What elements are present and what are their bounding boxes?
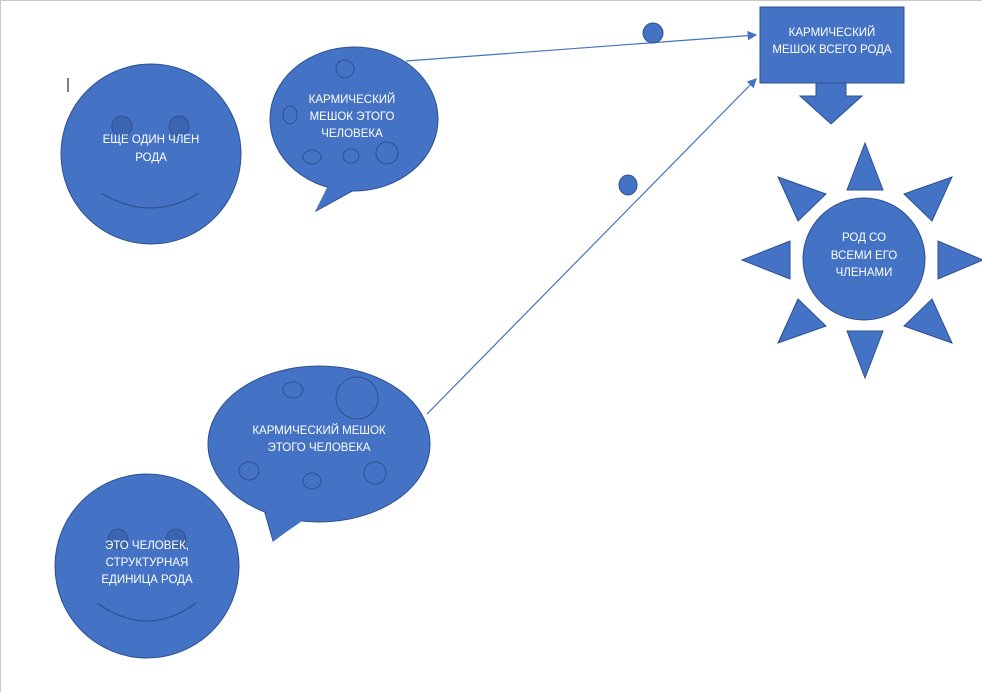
floating-dot [642, 22, 664, 44]
eye-icon [168, 115, 190, 137]
sun-line3: ЧЛЕНАМИ [836, 267, 893, 279]
karma-spot [363, 461, 387, 485]
karma-spot [282, 381, 304, 399]
face-bottom-line2: СТРУКТУРНАЯ [106, 557, 189, 569]
face-top-line1: ЕЩЕ ОДИН ЧЛЕН [103, 134, 200, 146]
sun-line1: РОД СО [842, 232, 886, 244]
bubble-bottom-line1: КАРМИЧЕСКИЙ МЕШОК [252, 424, 386, 437]
face-bottom: ЭТО ЧЕЛОВЕК, СТРУКТУРНАЯ ЕДИНИЦА РОДА [54, 473, 240, 659]
bubble-top-line3: ЧЕЛОВЕКА [321, 128, 383, 140]
sun-ray [937, 240, 982, 280]
eye-icon [165, 528, 187, 550]
karma-spot [342, 148, 360, 164]
karma-spot [302, 149, 322, 165]
bubble-bottom: КАРМИЧЕСКИЙ МЕШОК ЭТОГО ЧЕЛОВЕКА [207, 365, 431, 542]
eye-icon [111, 115, 133, 137]
bubble-top-line2: МЕШОК ЭТОГО [310, 111, 395, 123]
connector-bottom-to-box [426, 78, 757, 415]
sun-ray [777, 298, 827, 344]
face-top-line2: РОДА [135, 152, 167, 164]
karma-spot [375, 141, 399, 165]
bubble-top: КАРМИЧЕСКИЙ МЕШОК ЭТОГО ЧЕЛОВЕКА [269, 46, 439, 213]
connector-top-to-box [405, 30, 758, 62]
sun-ray [740, 240, 791, 280]
sun-ray [846, 330, 884, 380]
face-bottom-line1: ЭТО ЧЕЛОВЕК, [105, 540, 189, 552]
box-line2: МЕШОК ВСЕГО РОДА [772, 44, 892, 56]
eye-icon [107, 528, 129, 550]
karma-spot [335, 376, 379, 420]
floating-dot [618, 174, 638, 196]
sun-ray [903, 298, 953, 344]
karma-spot [302, 472, 322, 490]
karma-spot [282, 105, 298, 125]
box-line1: КАРМИЧЕСКИЙ [789, 26, 876, 39]
bubble-top-line1: КАРМИЧЕСКИЙ [309, 93, 396, 106]
bubble-bottom-line2: ЭТОГО ЧЕЛОВЕКА [268, 442, 371, 454]
down-arrow-icon [798, 82, 864, 125]
sun [740, 141, 982, 380]
sun-ray [846, 141, 884, 191]
face-bottom-line3: ЕДИНИЦА РОДА [101, 574, 193, 586]
sun-ray [903, 176, 953, 222]
karma-spot [335, 59, 355, 79]
sun-ray [777, 176, 827, 222]
karma-spot [238, 461, 260, 481]
box-family-karma: КАРМИЧЕСКИЙ МЕШОК ВСЕГО РОДА [759, 6, 905, 84]
sun-line2: ВСЕМИ ЕГО [831, 250, 898, 262]
smile-icon [96, 602, 197, 622]
face-top: ЕЩЕ ОДИН ЧЛЕН РОДА [60, 63, 242, 245]
smile-icon [100, 192, 200, 209]
